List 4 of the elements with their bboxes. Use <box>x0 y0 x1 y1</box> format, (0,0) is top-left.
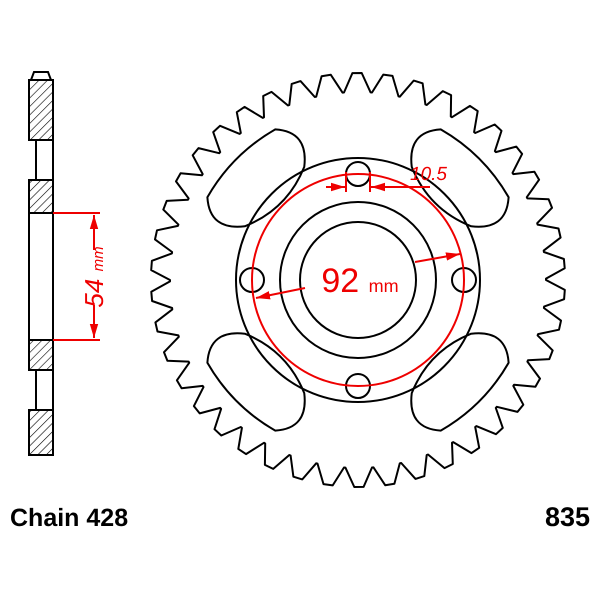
part-number-label: 835 <box>544 502 590 532</box>
chain-size-label: Chain 428 <box>10 504 128 532</box>
dimension-label: 92 mm <box>321 262 399 300</box>
dimension-label: 54 mm <box>79 246 109 308</box>
